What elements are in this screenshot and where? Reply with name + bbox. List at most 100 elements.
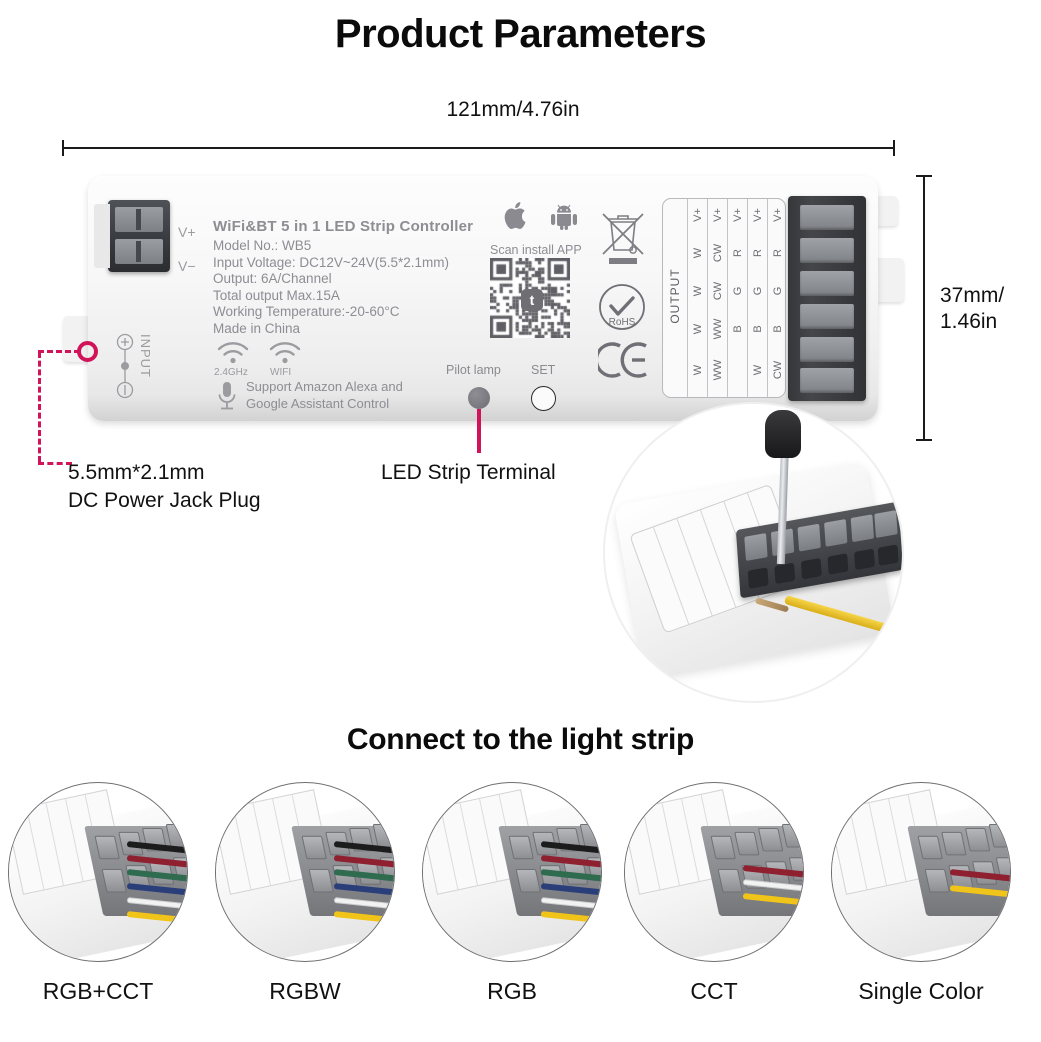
output-header: OUTPUT <box>668 268 682 324</box>
connector-cap <box>94 204 110 268</box>
thumb-circle <box>8 782 188 962</box>
output-cell: B <box>752 325 764 333</box>
terminal-leader-stub <box>477 409 481 453</box>
connection-modes-row: RGB+CCT <box>0 782 1041 1042</box>
output-cell: B <box>732 325 744 333</box>
product-name: WiFi&BT 5 in 1 LED Strip Controller <box>213 218 474 235</box>
output-cell: V+ <box>752 208 764 222</box>
spec-line: Model No.: WB5 <box>213 238 312 253</box>
connect-section-title: Connect to the light strip <box>346 723 695 756</box>
output-grid-header-col: OUTPUT <box>663 199 687 397</box>
terminal-port <box>800 205 854 230</box>
dc-jack-callout-line-1: 5.5mm*2.1mm <box>68 461 205 484</box>
terminal-zoom-inset <box>605 404 902 701</box>
v-plus-label: V+ <box>178 224 196 240</box>
dc-jack-highlight-ring <box>77 341 98 362</box>
output-grid-col-2: V+ R G B <box>727 199 747 397</box>
dc-input-connector <box>94 200 170 272</box>
connection-mode-rgbw: RGBW <box>215 782 395 1004</box>
wire <box>742 879 803 894</box>
wire <box>742 893 803 908</box>
spec-line: Total output Max.15A <box>213 287 340 303</box>
mode-label: RGB <box>487 978 537 1004</box>
led-terminal-callout: LED Strip Terminal <box>381 461 556 484</box>
led-strip-terminal-block <box>788 196 866 401</box>
screwdriver-handle <box>765 410 801 458</box>
page-title: Product Parameters <box>334 12 707 56</box>
microphone-icon <box>218 382 236 410</box>
spec-line: Made in China <box>213 320 301 336</box>
output-cell: W <box>692 364 704 376</box>
wire <box>333 911 394 926</box>
wifi-label: WIFI <box>270 367 292 378</box>
output-cell: CW <box>772 360 784 380</box>
output-cell: W <box>692 285 704 297</box>
qr-code: t <box>490 258 570 338</box>
input-polarity-icon <box>116 333 134 399</box>
mode-label: CCT <box>690 978 738 1004</box>
output-grid-col-0: V+ W W W W <box>687 199 707 397</box>
mode-label: RGBW <box>269 978 341 1004</box>
wire <box>333 883 394 898</box>
wire <box>126 869 187 884</box>
output-cell: WW <box>712 318 724 340</box>
output-cell: WW <box>712 359 724 381</box>
output-cell: R <box>772 249 784 257</box>
android-icon <box>551 204 577 230</box>
rohs-icon: RoHS <box>599 284 645 330</box>
thumb-wires <box>949 835 1010 925</box>
output-cell: B <box>772 325 784 333</box>
qr-center-badge: t <box>521 289 543 311</box>
jack-leader-vertical <box>38 352 41 462</box>
output-cell: CW <box>712 281 724 301</box>
wire <box>540 911 601 926</box>
width-line <box>62 147 895 149</box>
voice-line-2: Google Assistant Control <box>246 396 390 411</box>
svg-text:RoHS: RoHS <box>609 317 636 328</box>
connection-mode-rgb-cct: RGB+CCT <box>8 782 188 1004</box>
spec-line: Input Voltage: DC12V~24V(5.5*2.1mm) <box>213 254 450 270</box>
output-grid-col-4: V+ R G B CW <box>767 199 785 397</box>
mode-label: RGB+CCT <box>42 978 154 1004</box>
output-cell: G <box>752 286 764 296</box>
height-label-line-1: 37mm/ <box>940 284 1005 307</box>
wire <box>333 841 394 856</box>
connection-mode-cct: CCT <box>624 782 804 1004</box>
set-button-label: SET <box>531 363 556 377</box>
band-label: 2.4GHz <box>214 367 248 378</box>
output-grid-col-1: V+ CW CW WW WW <box>707 199 727 397</box>
voice-assistant-row: Support Amazon Alexa and Google Assistan… <box>216 378 466 420</box>
ce-mark-icon <box>598 342 647 378</box>
set-button[interactable] <box>531 386 556 411</box>
thumb-circle <box>831 782 1011 962</box>
weee-bin-icon <box>602 213 644 264</box>
connector-slot-negative <box>115 239 163 264</box>
output-cell: CW <box>712 243 724 263</box>
thumb-wires <box>126 835 187 926</box>
output-cell: W <box>692 323 704 335</box>
input-label: INPUT <box>138 334 153 378</box>
height-line <box>923 175 925 441</box>
wire <box>540 841 601 856</box>
output-cell: R <box>752 249 764 257</box>
terminal-port <box>800 304 854 329</box>
width-dimension-label: 121mm/4.76in <box>446 98 580 121</box>
width-cap-right <box>893 140 895 156</box>
output-grid-col-3: V+ R G B W <box>747 199 767 397</box>
wire <box>126 841 187 856</box>
wire <box>126 883 187 898</box>
wire <box>333 855 394 870</box>
wire <box>126 897 187 912</box>
output-cell: G <box>772 286 784 296</box>
wifi-icon <box>269 342 301 364</box>
dc-jack-callout-line-2: DC Power Jack Plug <box>68 489 261 512</box>
terminal-port <box>800 368 854 393</box>
thumb-wires <box>333 835 394 926</box>
output-cell: V+ <box>772 208 784 222</box>
scan-install-text: Scan install APP <box>490 243 582 257</box>
wire <box>540 855 601 870</box>
wireless-icons-row: 2.4GHz WIFI <box>214 340 356 384</box>
thumb-circle <box>422 782 602 962</box>
wire <box>949 869 1010 884</box>
wire <box>126 855 187 870</box>
